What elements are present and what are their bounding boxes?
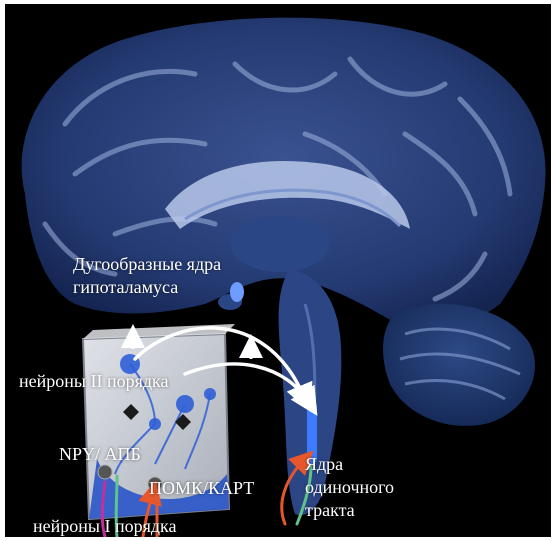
label-first-order-neurons: нейроны I порядка	[33, 516, 177, 537]
brain-diagram: Дугообразные ядра гипоталамуса нейроны I…	[5, 4, 551, 537]
label-second-order-neurons: нейроны II порядка	[19, 371, 169, 392]
label-arcuate-line2: гипоталамуса	[73, 277, 178, 298]
npy-neuron	[98, 465, 112, 479]
thalamus	[230, 216, 330, 272]
cerebellum	[383, 304, 535, 426]
label-nts-line1: Ядра	[305, 454, 343, 475]
label-npy-agrp: NPY/ АПБ	[59, 444, 141, 465]
label-pomc-cart: ПОМК/КАРТ	[149, 478, 254, 499]
arcuate-nucleus	[230, 282, 244, 302]
label-nts-line3: тракта	[305, 500, 355, 521]
label-arcuate-line1: Дугообразные ядра	[73, 254, 221, 275]
label-nts-line2: одиночного	[305, 477, 394, 498]
